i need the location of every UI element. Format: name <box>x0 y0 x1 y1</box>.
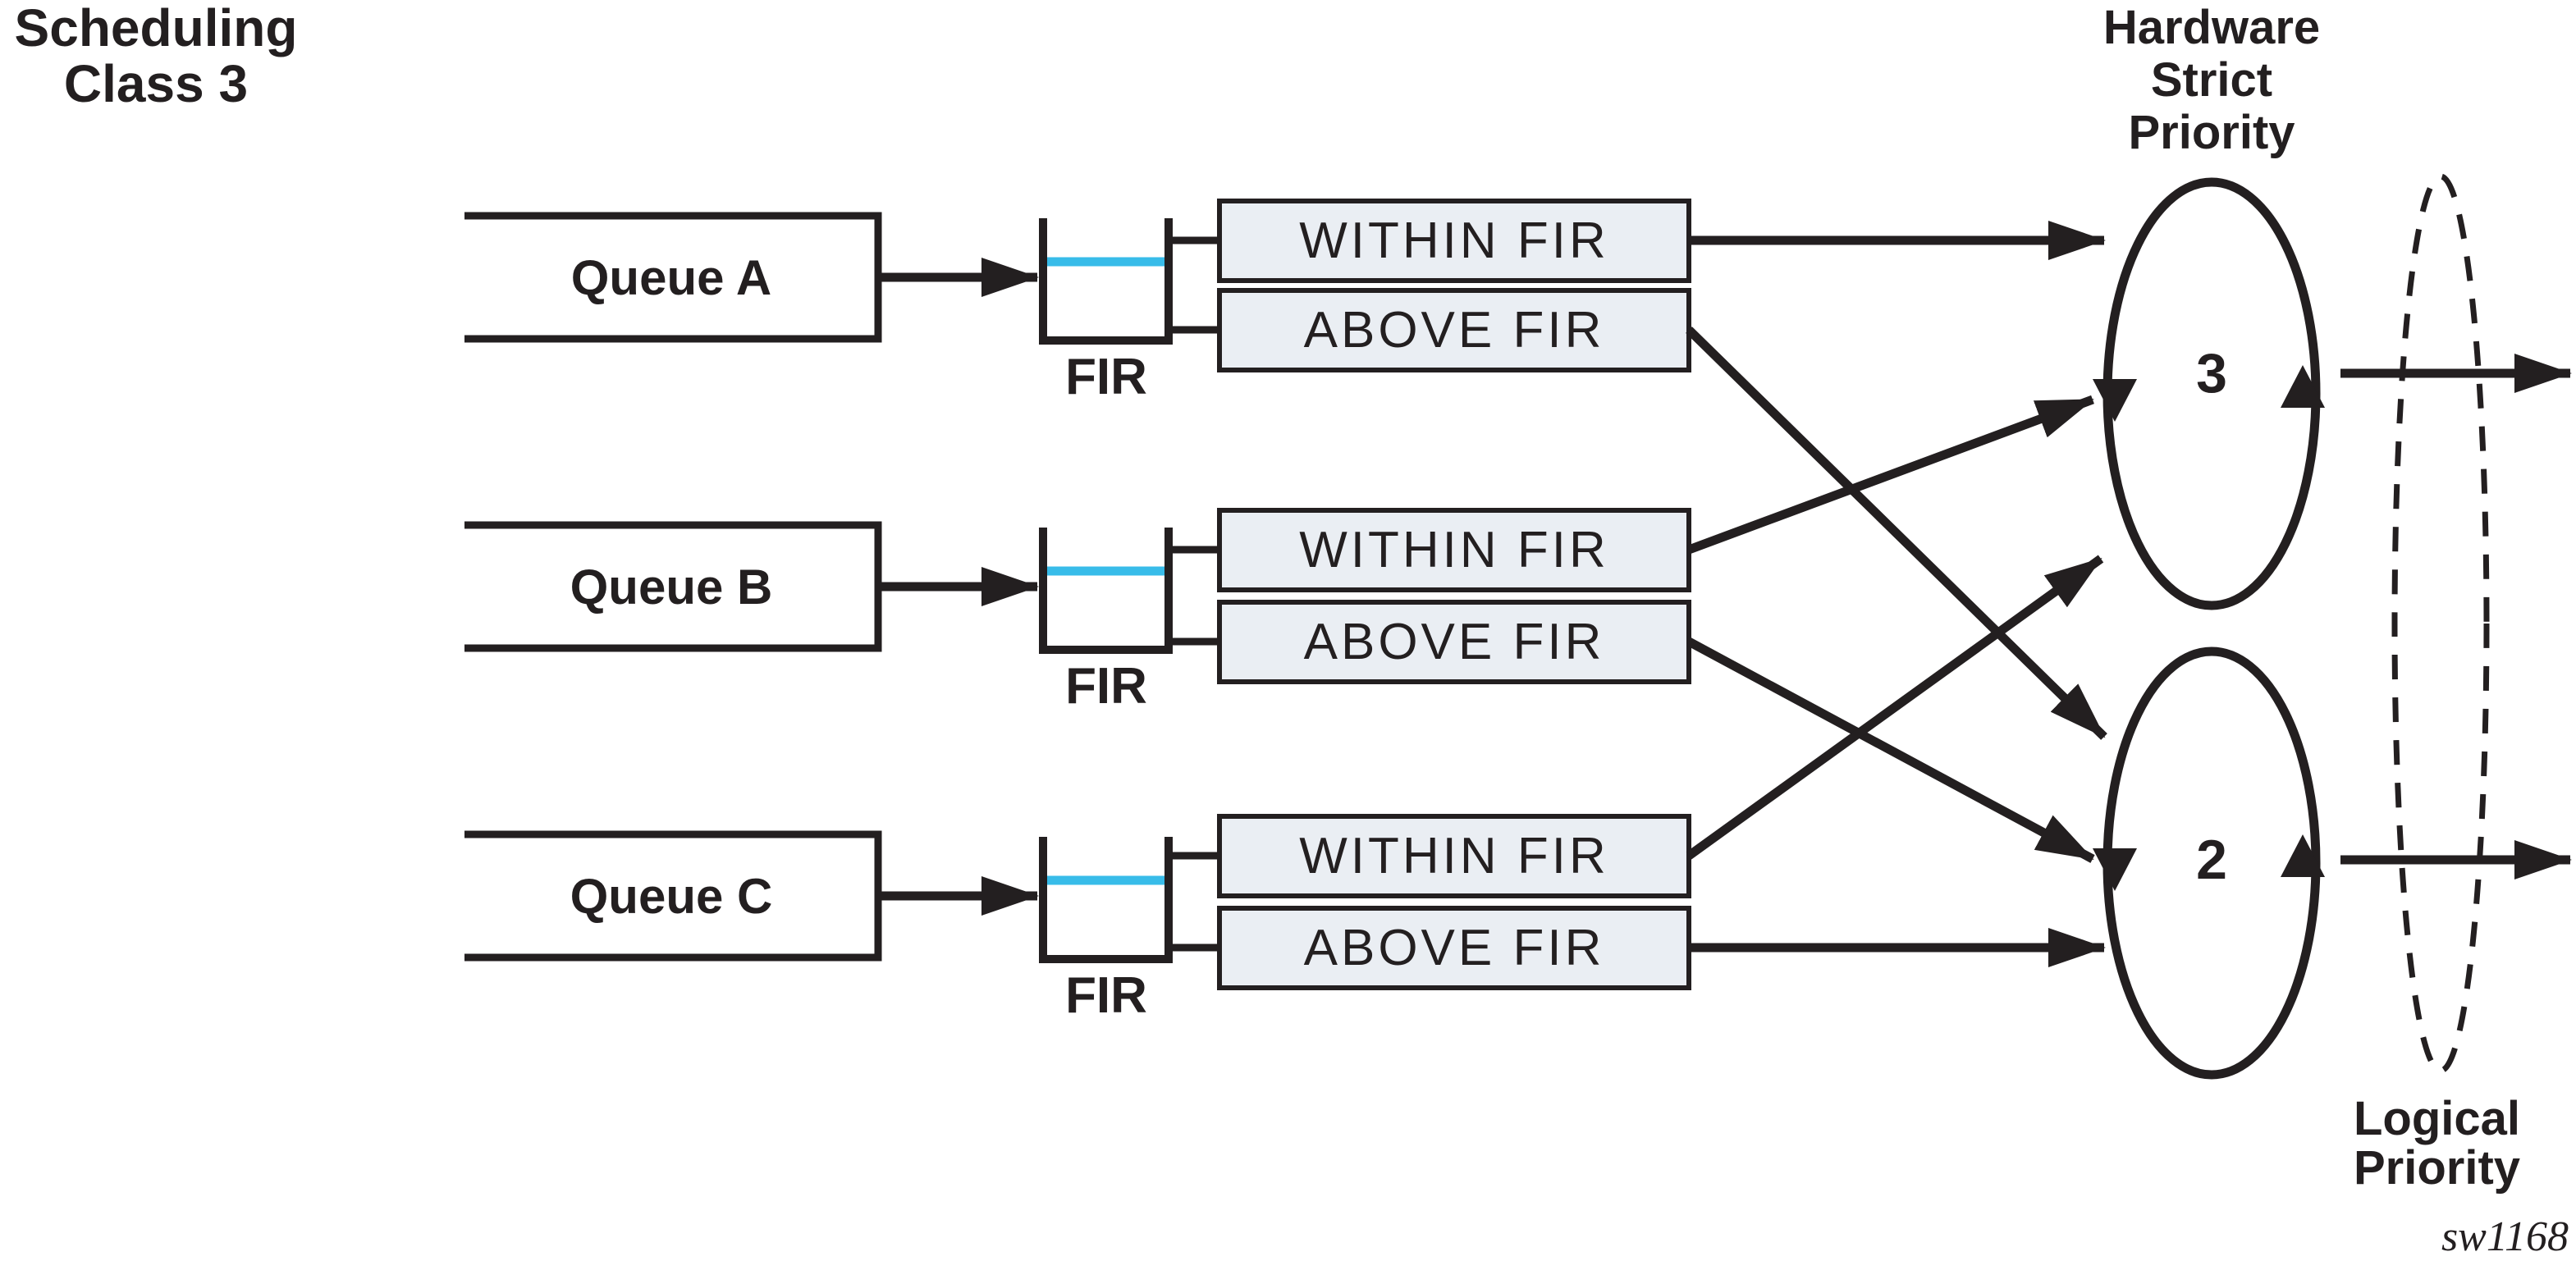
figure-watermark: sw1168 <box>2441 1213 2569 1260</box>
queue-c-label: Queue C <box>570 868 773 924</box>
logical-label-line2: Priority <box>2354 1141 2521 1195</box>
within-c-to-sched3-arrow <box>1686 555 2104 860</box>
scheduling-class-label: Scheduling Class 3 <box>0 0 312 112</box>
within-fir-label-b: WITHIN FIR <box>1299 522 1609 578</box>
hardware-label-line3: Priority <box>2128 106 2295 159</box>
queue-b-box <box>464 521 882 652</box>
fir-label-a: FIR <box>1065 349 1147 405</box>
queue-a-label: Queue A <box>570 249 772 305</box>
hardware-strict-priority-label: Hardware Strict Priority <box>2056 2 2368 159</box>
scheduler-2-left-down-arrowhead <box>2093 848 2137 891</box>
queue-a-box <box>464 212 882 343</box>
above-a-to-sched2-arrow <box>1686 327 2107 740</box>
above-fir-box-b <box>1217 600 1691 684</box>
scheduler-2-number: 2 <box>2196 829 2227 891</box>
hardware-label-line1: Hardware <box>2102 1 2321 54</box>
fir-label-b: FIR <box>1065 658 1147 715</box>
scheduler-2-right-up-arrowhead <box>2281 834 2325 877</box>
fir-bucket-b <box>1039 528 1173 654</box>
within-fir-box-b <box>1217 508 1691 592</box>
scheduler-3-number: 3 <box>2196 342 2227 404</box>
above-fir-label-b: ABOVE FIR <box>1303 614 1605 670</box>
queue-c-box <box>464 830 882 962</box>
above-fir-label-c: ABOVE FIR <box>1303 920 1605 976</box>
fir-label-c: FIR <box>1065 967 1147 1024</box>
above-b-to-sched2-arrow <box>1686 637 2095 863</box>
within-fir-label-a: WITHIN FIR <box>1299 212 1609 269</box>
above-fir-label-a: ABOVE FIR <box>1303 302 1605 359</box>
logical-priority-label: Logical Priority <box>2354 1094 2576 1193</box>
fir-bucket-c <box>1039 837 1173 963</box>
queue-b-label: Queue B <box>570 559 773 615</box>
within-b-to-sched3-arrow <box>1687 395 2094 555</box>
logical-priority-ellipse <box>2391 173 2490 1074</box>
within-fir-label-c: WITHIN FIR <box>1299 828 1609 884</box>
above-fir-box-c <box>1217 906 1691 990</box>
scheduling-class-line1: Scheduling <box>14 0 298 57</box>
scheduler-3-right-up-arrowhead <box>2281 365 2325 408</box>
logical-label-line1: Logical <box>2354 1092 2521 1145</box>
hardware-label-line2: Strict <box>2150 53 2273 107</box>
within-fir-box-c <box>1217 814 1691 898</box>
fir-bucket-a <box>1039 218 1173 345</box>
scheduling-class-line2: Class 3 <box>63 54 249 113</box>
scheduler-3-left-down-arrowhead <box>2093 379 2137 422</box>
above-fir-box-a <box>1217 288 1691 372</box>
